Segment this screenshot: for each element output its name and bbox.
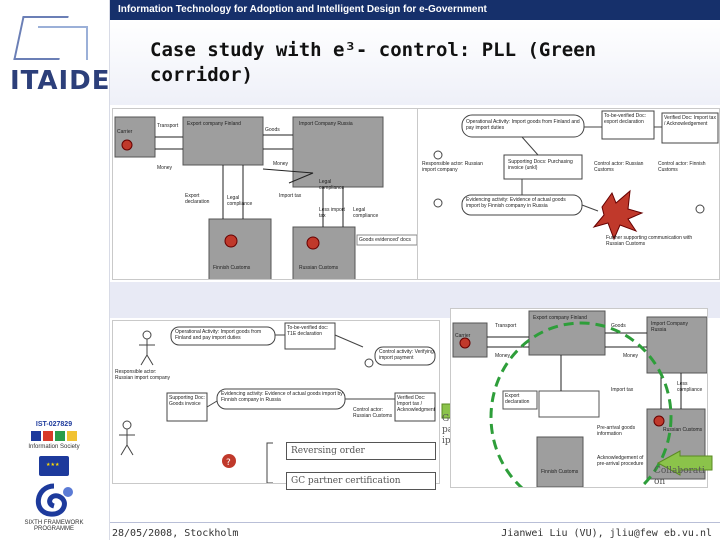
slide-title: Case study with e³- control: PLL (Green … — [150, 39, 597, 86]
activity-label: Operational Activity: Import goods from … — [466, 119, 580, 131]
node-label: Russian Customs — [299, 265, 339, 271]
flow-label: Pre-arrival goods information — [597, 425, 636, 437]
control-note: Further supporting communication with Ru… — [606, 235, 693, 247]
eu-logo — [4, 456, 104, 476]
activity-label: Evidencing activity: Evidence of actual … — [466, 197, 566, 209]
footer-separator — [110, 522, 720, 523]
flow-label: Import tax — [279, 193, 302, 199]
flow-label: Legal compliance — [353, 207, 379, 219]
ist-squares — [4, 431, 104, 441]
flow-label: Money — [623, 353, 639, 359]
doc-label: Verified Doc: Import tax / Acknowledgeme… — [664, 115, 716, 127]
square-green-icon — [55, 431, 65, 441]
framework-swirl-icon — [36, 483, 73, 517]
node-label: Carrier — [117, 129, 133, 135]
goods-note: Goods evidenced' docs — [359, 237, 411, 243]
node-label: Import Company Russia — [651, 321, 688, 333]
node-label: Export company Finland — [533, 315, 587, 321]
eu-flag-icon — [39, 456, 69, 476]
e3value-bottom-canvas — [452, 310, 707, 487]
actor-label: Responsible actor: Russian import compan… — [115, 369, 171, 381]
flow-label: Acknowledgement of pre-arrival procedure — [597, 455, 644, 467]
diagram-e3value-top: Carrier Export company Finland Import Co… — [112, 108, 418, 280]
activity-label: Control activity: Verifying import payme… — [379, 349, 434, 361]
partner-logos: IST-027829 Information Society SIXTH FRA… — [4, 415, 104, 532]
gc-certification-text: GC partner certification — [291, 476, 401, 486]
doc-label: To-be-verified doc: T1E declaration — [287, 325, 329, 337]
node-label: Russian Customs — [663, 427, 703, 433]
square-red-icon — [43, 431, 53, 441]
footer-date: 28/05/2008, Stockholm — [112, 528, 239, 539]
title-background — [110, 20, 720, 105]
reversing-order-text: Reversing order — [291, 446, 365, 456]
reversing-order-callout: Reversing order — [286, 442, 436, 460]
footer-author: Jianwei Liu (VU), jliu@few eb.vu.nl — [501, 528, 712, 539]
flow-label: Export declaration — [185, 193, 210, 205]
node-label: Export company Finland — [187, 121, 241, 127]
flow-label: Less compliance — [677, 381, 703, 393]
node-label: Carrier — [455, 333, 471, 339]
svg-text:?: ? — [226, 458, 231, 468]
logo-text: ITAIDE — [10, 66, 111, 96]
flow-label: Legal compliance — [319, 179, 345, 191]
logo-mark-accent — [38, 26, 88, 60]
flow-label: Money — [157, 165, 173, 171]
doc-label: Supporting Doc: Goods invoice — [169, 395, 205, 407]
flow-label: Money — [273, 161, 289, 167]
flow-label: Less import tax — [319, 207, 345, 219]
itaide-logo: ITAIDE — [8, 10, 110, 96]
flow-label: Transport — [495, 323, 517, 329]
node-label: Finnish Customs — [213, 265, 251, 271]
actor-label: Control actor: Finnish Customs — [658, 161, 706, 173]
ist-label: IST-027829 — [35, 421, 73, 428]
framework-label: SIXTH FRAMEWORK PROGRAMME — [24, 520, 84, 532]
collaboration-arrow-icon — [656, 450, 713, 476]
control-canvas — [433, 110, 719, 241]
control-bottom-canvas: ? — [119, 322, 436, 483]
flow-label: Transport — [157, 123, 179, 129]
flow-label: Goods — [265, 127, 280, 133]
sidebar: ITAIDE IST-027829 Information Society SI… — [0, 0, 110, 540]
ist-logo: IST-027829 Information Society — [4, 421, 104, 450]
node-label: Import Company Russia — [299, 121, 353, 127]
flow-label: Money — [495, 353, 511, 359]
gc-certification-callout: GC partner certification — [286, 472, 436, 490]
doc-label: Verified Doc: Import tax / Acknowledgmen… — [397, 395, 436, 413]
flow-label: Goods — [611, 323, 626, 329]
header-banner: Information Technology for Adoption and … — [110, 0, 720, 20]
collaboration-label: Collaborati on — [654, 466, 705, 487]
square-blue-icon — [31, 431, 41, 441]
activity-label: Operational Activity: Import goods from … — [175, 329, 262, 341]
doc-label: To-be-verified Doc: export declaration — [604, 113, 646, 125]
banner-text: Information Technology for Adoption and … — [118, 4, 487, 15]
e3value-canvas — [114, 116, 417, 279]
flow-label: Export declaration — [505, 393, 530, 405]
actor-label: Control actor: Russian Customs — [594, 161, 644, 173]
actor-label: Responsible actor: Russian import compan… — [422, 161, 483, 173]
flow-label: Import tax — [611, 387, 634, 393]
flow-label: Legal compliance — [227, 195, 253, 207]
node-label: Finnish Customs — [541, 469, 579, 475]
activity-label: Supporting Docs: Purchasing invoice (unk… — [508, 159, 573, 171]
diagram-e3value-bottom: Carrier Export company Finland Import Co… — [450, 308, 708, 488]
diagram-control-top: Operational Activity: Import goods from … — [418, 108, 720, 280]
framework-logo: SIXTH FRAMEWORK PROGRAMME — [4, 482, 104, 532]
square-yellow-icon — [67, 431, 77, 441]
activity-label: Evidencing activity: Evidence of actual … — [221, 391, 343, 403]
actor-label: Control actor: Russian Customs — [353, 407, 393, 419]
ist-name: Information Society — [28, 444, 80, 450]
